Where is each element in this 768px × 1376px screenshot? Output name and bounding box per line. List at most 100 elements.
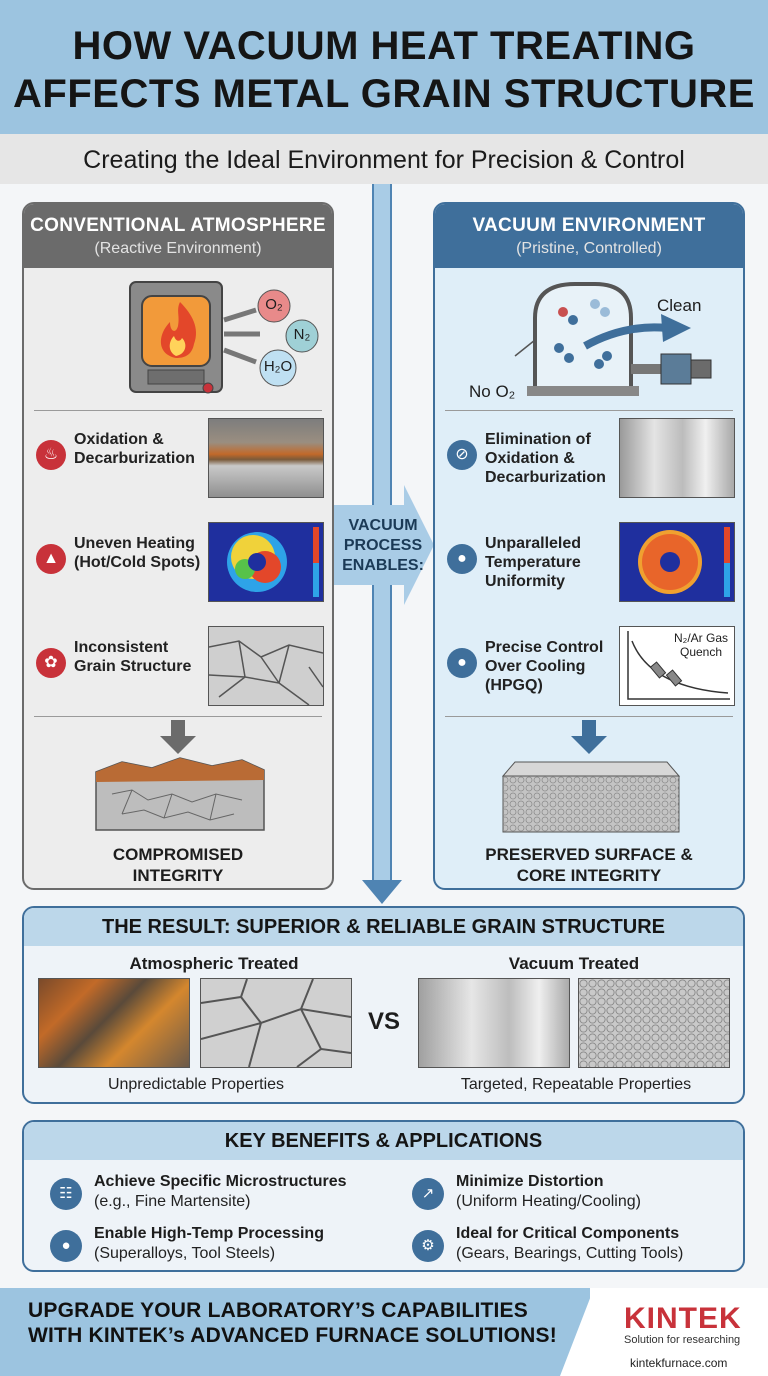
arrow-body [334, 505, 408, 585]
row-oxidation-label: Oxidation & Decarburization [74, 431, 195, 467]
atmospheric-surface-image [38, 978, 190, 1068]
result-section: THE RESULT: SUPERIOR & RELIABLE GRAIN ST… [22, 906, 745, 1104]
vacuum-caption: Targeted, Repeatable Properties [460, 1076, 692, 1093]
benefit-sub: (Uniform Heating/Cooling) [456, 1193, 641, 1210]
benefit-title: Achieve Specific Microstructures [94, 1173, 347, 1190]
row-no-oxidation-label: Elimination of Oxidation & Decarburizati… [485, 431, 606, 486]
vacuum-surface-image [418, 978, 570, 1068]
vacuum-grain-image [578, 978, 730, 1068]
brand-box [590, 1288, 768, 1376]
preserved-caption-line2: CORE INTEGRITY [516, 866, 662, 885]
gear-heatmap-icon [227, 527, 319, 597]
hierarchy-icon: ☷ [50, 1178, 82, 1210]
cooling-curve-icon [627, 631, 730, 700]
conventional-subtitle: (Reactive Environment) [94, 240, 262, 257]
compromised-caption-line1: COMPROMISED [112, 845, 244, 864]
flow-arrow-head [362, 880, 402, 904]
furnace-illustration: O₂ N₂ H₂O [24, 268, 332, 408]
benefit-critical-components: ⚙ Ideal for Critical Components (Gears, … [412, 1224, 742, 1268]
brand-tagline: Solution for researching [624, 1334, 741, 1346]
vacuum-enables-line1: VACUUM [348, 517, 418, 534]
benefit-sub: (Gears, Bearings, Cutting Tools) [456, 1245, 684, 1262]
uniform-heat-map-image [619, 522, 735, 602]
benefit-sub: (Superalloys, Tool Steels) [94, 1245, 276, 1262]
preserved-caption: PRESERVED SURFACE & CORE INTEGRITY [435, 844, 743, 886]
row-grain-label: Inconsistent Grain Structure [74, 639, 192, 675]
benefit-distortion: ↗ Minimize Distortion (Uniform Heating/C… [412, 1172, 742, 1216]
divider [34, 716, 322, 717]
vacuum-chamber-illustration: No O₂ Clean [435, 268, 743, 408]
clean-surface-image [619, 418, 735, 498]
row-uniformity-label: Unparalleled Temperature Uniformity [485, 535, 582, 590]
row-no-oxidation: ⊘ Elimination of Oxidation & Decarburiza… [435, 418, 743, 498]
flame-icon: ▲ [36, 544, 66, 574]
no-sign-icon: ⊘ [447, 440, 477, 470]
row-cooling-label: Precise Control Over Cooling (HPGQ) [485, 639, 604, 694]
gas-label-h2o: H₂O [263, 358, 293, 375]
chart-icon: ↗ [412, 1178, 444, 1210]
smoke-icon: ♨ [36, 440, 66, 470]
compromised-caption: COMPROMISED INTEGRITY [24, 844, 332, 886]
benefits-title: KEY BENEFITS & APPLICATIONS [24, 1122, 743, 1160]
down-arrow-icon [571, 720, 607, 759]
atmospheric-caption: Unpredictable Properties [107, 1076, 285, 1093]
divider [445, 716, 733, 717]
atmospheric-treated-title: Atmospheric Treated [129, 954, 299, 973]
kintek-logo: KINTEK [624, 1302, 742, 1335]
vacuum-panel: VACUUM ENVIRONMENT (Pristine, Controlled… [433, 202, 745, 890]
benefit-microstructures: ☷ Achieve Specific Microstructures (e.g.… [50, 1172, 380, 1216]
conventional-panel-header: CONVENTIONAL ATMOSPHERE (Reactive Enviro… [24, 204, 332, 268]
atmospheric-grain-image [200, 978, 352, 1068]
preserved-caption-line1: PRESERVED SURFACE & [485, 845, 693, 864]
divider [34, 410, 322, 411]
arrow-head [404, 485, 434, 605]
oxidized-surface-image [208, 418, 324, 498]
down-arrow-icon [160, 720, 196, 759]
vacuum-enables-line3: ENABLES: [342, 557, 424, 574]
vacuum-enables-text: VACUUM PROCESS ENABLES: [340, 516, 426, 576]
vacuum-panel-header: VACUUM ENVIRONMENT (Pristine, Controlled… [435, 204, 743, 268]
thermometer-icon: ● [447, 648, 477, 678]
row-oxidation: ♨ Oxidation & Decarburization [24, 418, 332, 498]
vacuum-title: VACUUM ENVIRONMENT [472, 215, 706, 236]
cta-line1: UPGRADE YOUR LABORATORY’S CAPABILITIES [28, 1299, 528, 1322]
page-title: HOW VACUUM HEAT TREATING AFFECTS METAL G… [0, 0, 768, 118]
row-uneven-heating-label: Uneven Heating (Hot/Cold Spots) [74, 535, 201, 571]
thermometer-icon: ● [447, 544, 477, 574]
page-title-line2: AFFECTS METAL GRAIN STRUCTURE [13, 72, 755, 116]
molecule-icon: ✿ [36, 648, 66, 678]
vacuum-treated-title: Vacuum Treated [508, 954, 640, 973]
thermometer-icon: ● [50, 1230, 82, 1262]
vacuum-enables-arrow: VACUUM PROCESS ENABLES: [334, 480, 434, 610]
quench-curve-image: N₂/Ar Gas Quench [619, 626, 735, 706]
vacuum-enables-line2: PROCESS [343, 537, 423, 554]
benefit-title: Enable High-Temp Processing [94, 1225, 324, 1242]
page-header: HOW VACUUM HEAT TREATING AFFECTS METAL G… [0, 0, 768, 134]
furnace-icon [129, 281, 319, 394]
row-cooling: ● Precise Control Over Cooling (HPGQ) N₂… [435, 626, 743, 706]
gas-label-n2: N₂ [293, 326, 311, 343]
conventional-title: CONVENTIONAL ATMOSPHERE [30, 215, 326, 236]
row-uneven-heating: ▲ Uneven Heating (Hot/Cold Spots) [24, 522, 332, 602]
clean-label: Clean [657, 296, 702, 315]
cta-line2: WITH KINTEK’s ADVANCED FURNACE SOLUTIONS… [28, 1324, 557, 1347]
gas-label-o2: O₂ [265, 296, 283, 313]
cta-text: UPGRADE YOUR LABORATORY’S CAPABILITIES W… [28, 1298, 557, 1348]
website-link[interactable]: kintekfurnace.com [630, 1356, 728, 1370]
compromised-block-icon [95, 757, 265, 831]
page-title-line1: HOW VACUUM HEAT TREATING [72, 24, 696, 68]
benefit-title: Minimize Distortion [456, 1173, 604, 1190]
row-uniformity: ● Unparalleled Temperature Uniformity [435, 522, 743, 602]
row-grain: ✿ Inconsistent Grain Structure [24, 626, 332, 706]
brand-slant [560, 1288, 594, 1376]
conventional-panel: CONVENTIONAL ATMOSPHERE (Reactive Enviro… [22, 202, 334, 890]
divider [445, 410, 733, 411]
footer-banner: UPGRADE YOUR LABORATORY’S CAPABILITIES W… [0, 1288, 768, 1376]
page-subtitle: Creating the Ideal Environment for Preci… [0, 134, 768, 184]
vacuum-chamber-icon [514, 282, 712, 396]
benefit-title: Ideal for Critical Components [456, 1225, 680, 1242]
versus-label: VS [368, 1008, 401, 1035]
result-title: THE RESULT: SUPERIOR & RELIABLE GRAIN ST… [24, 908, 743, 946]
benefit-sub: (e.g., Fine Martensite) [94, 1193, 251, 1210]
benefits-section: KEY BENEFITS & APPLICATIONS ☷ Achieve Sp… [22, 1120, 745, 1272]
